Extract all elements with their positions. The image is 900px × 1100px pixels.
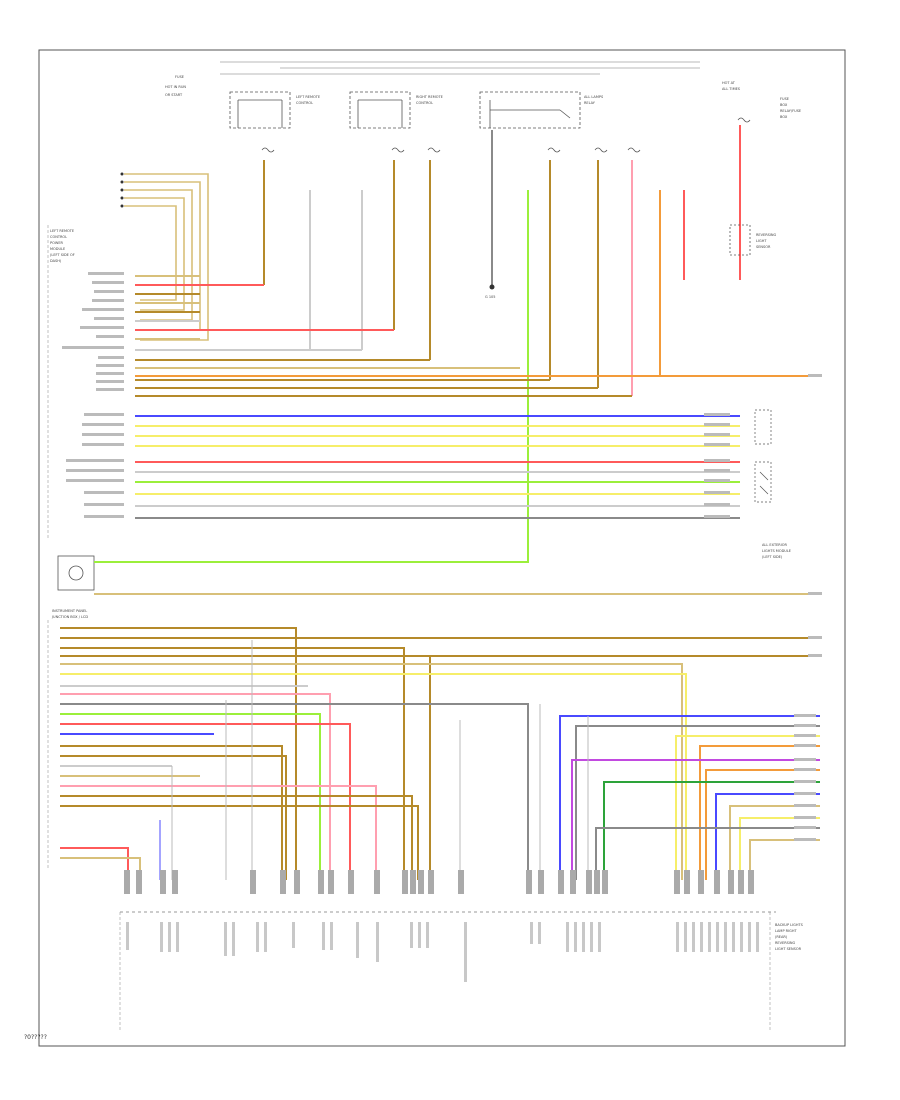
svg-text:CONTROL: CONTROL [50,235,67,239]
svg-text:LIGHTS MODULE: LIGHTS MODULE [762,549,791,553]
mid-pin-labels-right [704,413,730,518]
svg-text:MODULE: MODULE [50,247,65,251]
relay-box-b [349,91,411,129]
lower-thin-wires [159,640,589,880]
relay-box-c [479,91,581,129]
module-top-label: LEFT REMOTE CONTROL POWER MODULE (LEFT S… [50,229,75,263]
relay-a-label: LEFT REMOTE [296,95,320,99]
svg-text:RELAY/FUSE: RELAY/FUSE [780,109,801,113]
mid-horizontal-wires [135,415,740,519]
svg-text:CONTROL: CONTROL [296,101,313,105]
svg-text:LAMP RIGHT: LAMP RIGHT [775,929,797,933]
svg-text:ALL EXTERIOR: ALL EXTERIOR [762,543,788,547]
module-right-label: ALL EXTERIOR LIGHTS MODULE (LEFT SIDE) [762,543,791,559]
svg-text:DASH): DASH) [50,259,62,263]
svg-text:RELAY: RELAY [584,101,596,105]
svg-text:REVERSING: REVERSING [775,941,796,945]
fuses [261,117,751,153]
svg-text:BACKUP LIGHTS: BACKUP LIGHTS [775,923,804,927]
svg-text:JUNCTION BOX / LCD: JUNCTION BOX / LCD [51,615,88,619]
lower-right-wires [559,715,820,880]
svg-text:FUSE: FUSE [780,97,789,101]
top-left-connector [120,172,124,208]
svg-text:OR START: OR START [165,93,183,97]
top-vertical-wires [263,125,741,560]
fuse-right-text: FUSE BOX RELAY/FUSE BOX [780,97,801,119]
top-left-connector-wires [124,173,209,341]
svg-text:(REAR): (REAR) [775,935,788,939]
relay-b-label: RIGHT REMOTE [416,95,443,99]
relay-box-a [229,91,291,129]
upper-horizontal-wires [135,275,820,397]
svg-text:INSTRUMENT PANEL: INSTRUMENT PANEL [52,609,87,613]
lower-horizontal-wires [60,627,820,880]
svg-text:(LEFT SIDE): (LEFT SIDE) [762,555,783,559]
svg-text:BOX: BOX [780,103,788,107]
svg-text:HOT IN RUN: HOT IN RUN [165,85,186,89]
svg-text:LIGHT: LIGHT [756,239,767,243]
mid-pin-labels-left [66,413,124,518]
svg-text:ALL TIMES: ALL TIMES [722,87,741,91]
svg-text:LIGHT SENSOR: LIGHT SENSOR [775,947,802,951]
relay-c-label: ALL LAMPS [584,95,604,99]
lime-return-wire [94,540,820,595]
svg-text:LEFT REMOTE: LEFT REMOTE [50,229,74,233]
hot-at-all-times-label: HOT AT [722,81,736,85]
diagram-frame [38,49,846,1047]
svg-text:SENSOR: SENSOR [756,245,771,249]
right-switch-boxes [754,409,772,503]
top-bus [220,61,700,75]
ground-symbol: G 105 [485,284,496,299]
right-edge-markers [794,374,822,841]
svg-text:BOX: BOX [780,115,788,119]
right-top-sensor [729,224,751,256]
svg-text:CONTROL: CONTROL [416,101,433,105]
module-bottom-right-label: BACKUP LIGHTS LAMP RIGHT (REAR) REVERSIN… [775,923,804,951]
corner-label: ?0????? [24,1034,47,1041]
svg-text:(LEFT SIDE OF: (LEFT SIDE OF [50,253,75,257]
bottom-pin-label-bars [126,922,759,982]
svg-text:FUSE: FUSE [175,75,184,79]
module-mid-label: INSTRUMENT PANEL JUNCTION BOX / LCD [51,609,88,619]
upper-pin-labels [62,272,124,391]
svg-text:G 105: G 105 [485,295,496,299]
left-relay-icon [57,555,95,591]
top-title-text: FUSE HOT IN RUN OR START [165,75,186,97]
svg-text:POWER: POWER [50,241,64,245]
svg-text:REVERSING: REVERSING [756,233,777,237]
bottom-connector-stubs [124,870,754,894]
